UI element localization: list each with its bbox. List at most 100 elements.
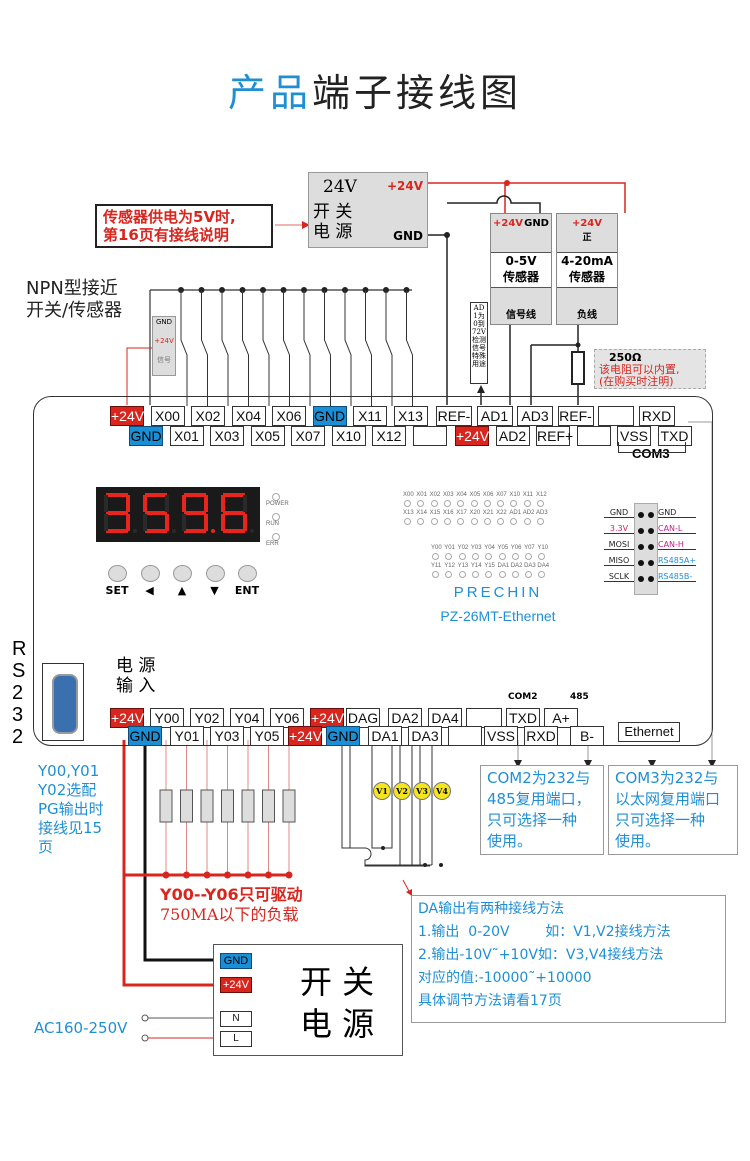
terminal-x07[interactable]: X07: [291, 426, 325, 446]
digit-segment: [126, 495, 130, 512]
wire-24v-top: [428, 182, 626, 213]
digit-segment: [223, 493, 245, 497]
terminal-ref[interactable]: REF+: [536, 426, 574, 446]
io-led-da2: [511, 571, 519, 578]
header-pin-label: GND: [604, 508, 634, 518]
terminal-x06[interactable]: X06: [272, 406, 306, 426]
terminal-vss[interactable]: VSS: [484, 726, 518, 746]
key-button[interactable]: [108, 565, 127, 582]
rs232-port[interactable]: [42, 663, 84, 741]
io-led-x11: [523, 500, 531, 507]
note-line: 以太网复用端口: [615, 790, 721, 808]
psu-l-terminal[interactable]: L: [220, 1031, 252, 1047]
terminal-empty[interactable]: [466, 708, 502, 728]
load-junction: [285, 871, 293, 879]
io-led-label: X22: [496, 510, 507, 516]
terminal-a[interactable]: A+: [544, 708, 578, 728]
io-led-y05: [498, 553, 506, 560]
terminal-ad2[interactable]: AD2: [495, 426, 530, 446]
terminal-x00[interactable]: X00: [150, 406, 185, 426]
load-note: Y00--Y06只可驱动 750MA以下的负载: [160, 885, 303, 924]
terminal-ad3[interactable]: AD3: [517, 406, 553, 426]
digit-segment: [145, 529, 167, 533]
io-led-label: X12: [536, 492, 547, 498]
terminal-x01[interactable]: X01: [169, 426, 204, 446]
key-button[interactable]: [205, 565, 225, 582]
terminal-txd[interactable]: TXD: [506, 708, 540, 728]
key-button[interactable]: [140, 565, 160, 582]
terminal-24v[interactable]: +24V: [288, 726, 323, 746]
terminal-dag[interactable]: DAG: [346, 708, 380, 728]
header-pin: [638, 528, 644, 534]
npn-switch: [385, 290, 393, 406]
terminal-da2[interactable]: DA2: [388, 708, 422, 728]
header-pin-label: SCLK: [604, 572, 634, 582]
npn-switch: [344, 290, 352, 406]
header-pin: [638, 544, 644, 550]
status-led-label: POWER: [266, 501, 289, 507]
terminal-rxd[interactable]: RXD: [638, 406, 675, 426]
load-junction: [203, 871, 211, 879]
key-button[interactable]: [173, 565, 192, 582]
terminal-da3[interactable]: DA3: [408, 726, 442, 746]
terminal-ref[interactable]: REF-: [557, 406, 594, 426]
terminal-24v[interactable]: +24V: [110, 708, 145, 728]
terminal-x02[interactable]: X02: [191, 406, 225, 426]
terminal-y01[interactable]: Y01: [170, 726, 204, 746]
terminal-gnd[interactable]: GND: [128, 726, 162, 746]
terminal-y03[interactable]: Y03: [210, 726, 244, 746]
io-led-x04: [457, 500, 465, 507]
terminal-x10[interactable]: X10: [331, 426, 366, 446]
terminal-gnd[interactable]: GND: [312, 406, 347, 426]
load-junction: [183, 871, 190, 879]
header-pin: [648, 512, 654, 518]
io-led-y13: [458, 571, 466, 578]
terminal-x04[interactable]: X04: [231, 406, 266, 426]
terminal-y02[interactable]: Y02: [190, 708, 224, 728]
ethernet-port[interactable]: Ethernet: [618, 722, 680, 742]
psu-gnd-terminal[interactable]: GND: [220, 953, 252, 969]
decimal-point: [211, 529, 215, 533]
terminal-x03[interactable]: X03: [210, 426, 244, 446]
digit-segment: [145, 511, 167, 515]
terminal-vss[interactable]: VSS: [617, 426, 651, 446]
digit-segment: [182, 514, 186, 531]
terminal-rxd[interactable]: RXD: [524, 726, 558, 746]
terminal-b[interactable]: B-: [570, 726, 604, 746]
terminal-ref[interactable]: REF-: [436, 406, 472, 426]
terminal-y05[interactable]: Y05: [250, 726, 284, 746]
terminal-txd[interactable]: TXD: [657, 426, 692, 446]
terminal-ad1[interactable]: AD1: [476, 406, 513, 426]
terminal-da1[interactable]: DA1: [368, 726, 402, 746]
terminal-empty[interactable]: [412, 426, 447, 446]
485-label: 485: [570, 692, 589, 702]
terminal-x12[interactable]: X12: [372, 426, 406, 446]
terminal-24v[interactable]: +24V: [110, 406, 145, 426]
key-button[interactable]: [238, 565, 257, 582]
terminal-x05[interactable]: X05: [250, 426, 285, 446]
psu-24v-terminal[interactable]: +24V: [220, 977, 252, 993]
terminal-x13[interactable]: X13: [393, 406, 428, 426]
terminal-y00[interactable]: Y00: [150, 708, 184, 728]
terminal-gnd[interactable]: GND: [326, 726, 360, 746]
terminal-24v[interactable]: +24V: [310, 708, 345, 728]
wire-gnd-top: [428, 234, 448, 405]
terminal-empty[interactable]: [598, 406, 634, 426]
io-led-label: X17: [456, 510, 467, 516]
load-junction: [224, 871, 231, 879]
digit-segment: [106, 529, 128, 533]
io-led-x12: [537, 500, 544, 507]
terminal-y06[interactable]: Y06: [270, 708, 304, 728]
terminal-gnd[interactable]: GND: [129, 426, 163, 446]
terminal-y04[interactable]: Y04: [230, 708, 264, 728]
terminal-24v[interactable]: +24V: [455, 426, 490, 446]
terminal-empty[interactable]: [448, 726, 482, 746]
npn-switch: [406, 290, 413, 406]
terminal-x11[interactable]: X11: [353, 406, 387, 426]
psu-n-terminal[interactable]: N: [220, 1011, 252, 1027]
note-line: 具体调节方法请看17页: [418, 993, 562, 1009]
terminal-da4[interactable]: DA4: [428, 708, 462, 728]
terminal-empty[interactable]: [576, 426, 611, 446]
